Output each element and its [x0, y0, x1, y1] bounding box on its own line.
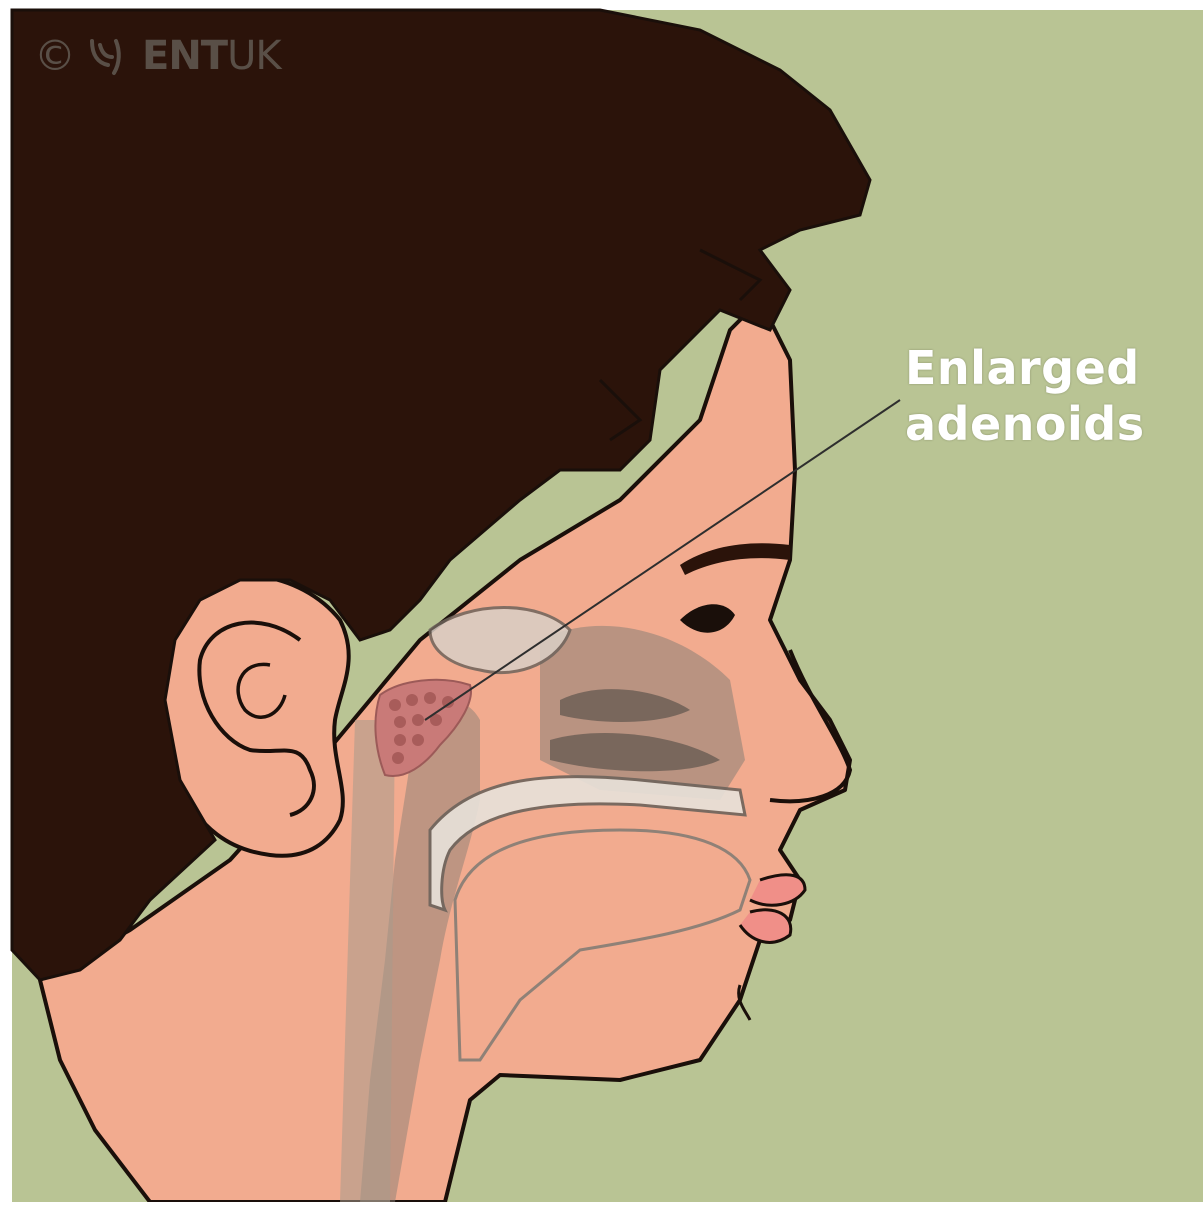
entuk-logo-icon: [86, 33, 132, 79]
callout-line-2: adenoids: [905, 396, 1165, 452]
copyright-symbol: ©: [34, 35, 76, 77]
brand-uk: UK: [227, 33, 281, 79]
callout-label-enlarged-adenoids: Enlarged adenoids: [905, 340, 1165, 452]
brand-ent: ENT: [142, 33, 227, 79]
callout-line-1: Enlarged: [905, 340, 1165, 396]
entuk-watermark: © ENT UK: [34, 30, 281, 82]
